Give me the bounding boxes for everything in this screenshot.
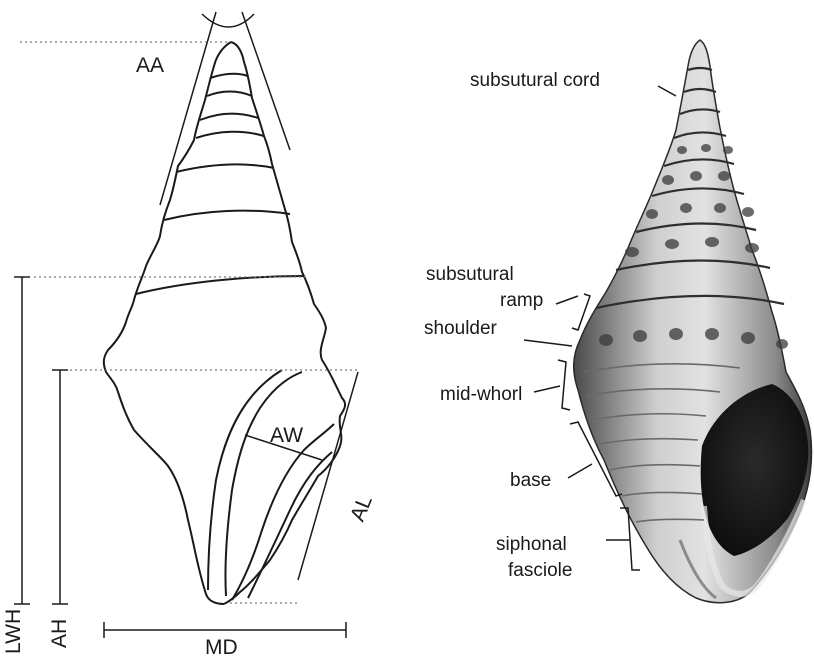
shoulder-label: shoulder — [424, 318, 497, 340]
subsutural-cord-label: subsutural cord — [470, 70, 600, 92]
mid-whorl-label: mid-whorl — [440, 384, 522, 406]
shell-photo — [574, 40, 812, 603]
shell-outline-drawing — [104, 42, 345, 604]
ah-label: AH — [48, 619, 72, 648]
base-label: base — [510, 470, 551, 492]
aw-label: AW — [270, 424, 303, 448]
dotted-guides — [20, 42, 360, 603]
fasciole-label: fasciole — [508, 560, 572, 582]
ramp-label: ramp — [500, 290, 543, 312]
measurement-lines — [14, 12, 358, 638]
siphonal-label: siphonal — [496, 534, 567, 556]
subsutural-label: subsutural — [426, 264, 514, 286]
aa-label: AA — [136, 54, 164, 78]
lwh-label: LWH — [2, 609, 26, 654]
md-label: MD — [205, 636, 238, 660]
